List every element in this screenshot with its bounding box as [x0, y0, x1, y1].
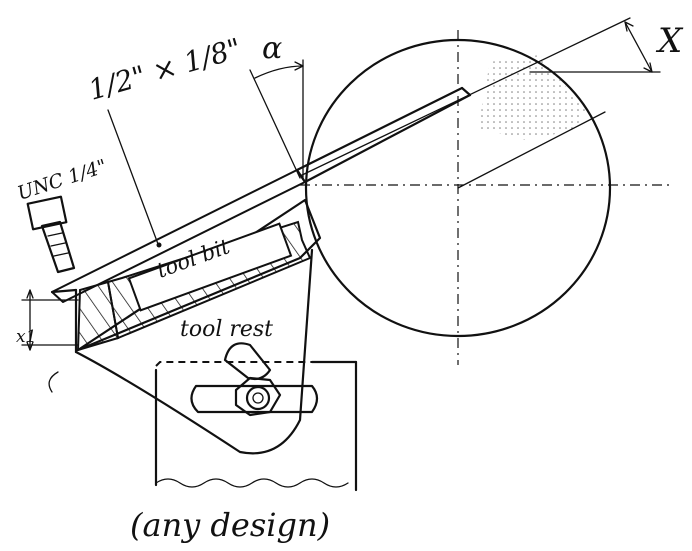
tool-bit-bar: [51, 17, 661, 303]
bolt-shank: [40, 220, 76, 274]
base-block: [154, 360, 358, 492]
x-dimension: X: [624, 21, 684, 73]
x1-dimension: x1: [16, 289, 79, 393]
angle-indicator: α: [249, 31, 304, 179]
x1-label: x1: [16, 327, 36, 347]
slot: [190, 384, 319, 414]
tool-bit-slot: [127, 222, 293, 312]
base-break-line: [155, 478, 349, 488]
bar-size-label: 1/2" × 1/8": [85, 32, 245, 107]
tool-rest-body: tool bit: [50, 198, 322, 455]
wheel-ground-zone: [478, 55, 585, 140]
any-design-label: (any design): [130, 506, 330, 544]
tool-rest-label: tool rest: [180, 317, 273, 342]
bolt-head: [26, 195, 68, 231]
angle-alpha-label: α: [262, 31, 282, 66]
clamp-assembly: [190, 342, 319, 417]
bolt-hole: [252, 392, 264, 404]
base-top-dashed: [155, 361, 312, 367]
hex-nut: [234, 376, 282, 417]
bar-size-leader: [107, 109, 159, 245]
grinding-wheel: [300, 30, 672, 365]
bolt: UNC 1/4": [15, 155, 110, 274]
x-dimension-label: X: [655, 21, 684, 61]
nut-washer: [245, 385, 271, 411]
